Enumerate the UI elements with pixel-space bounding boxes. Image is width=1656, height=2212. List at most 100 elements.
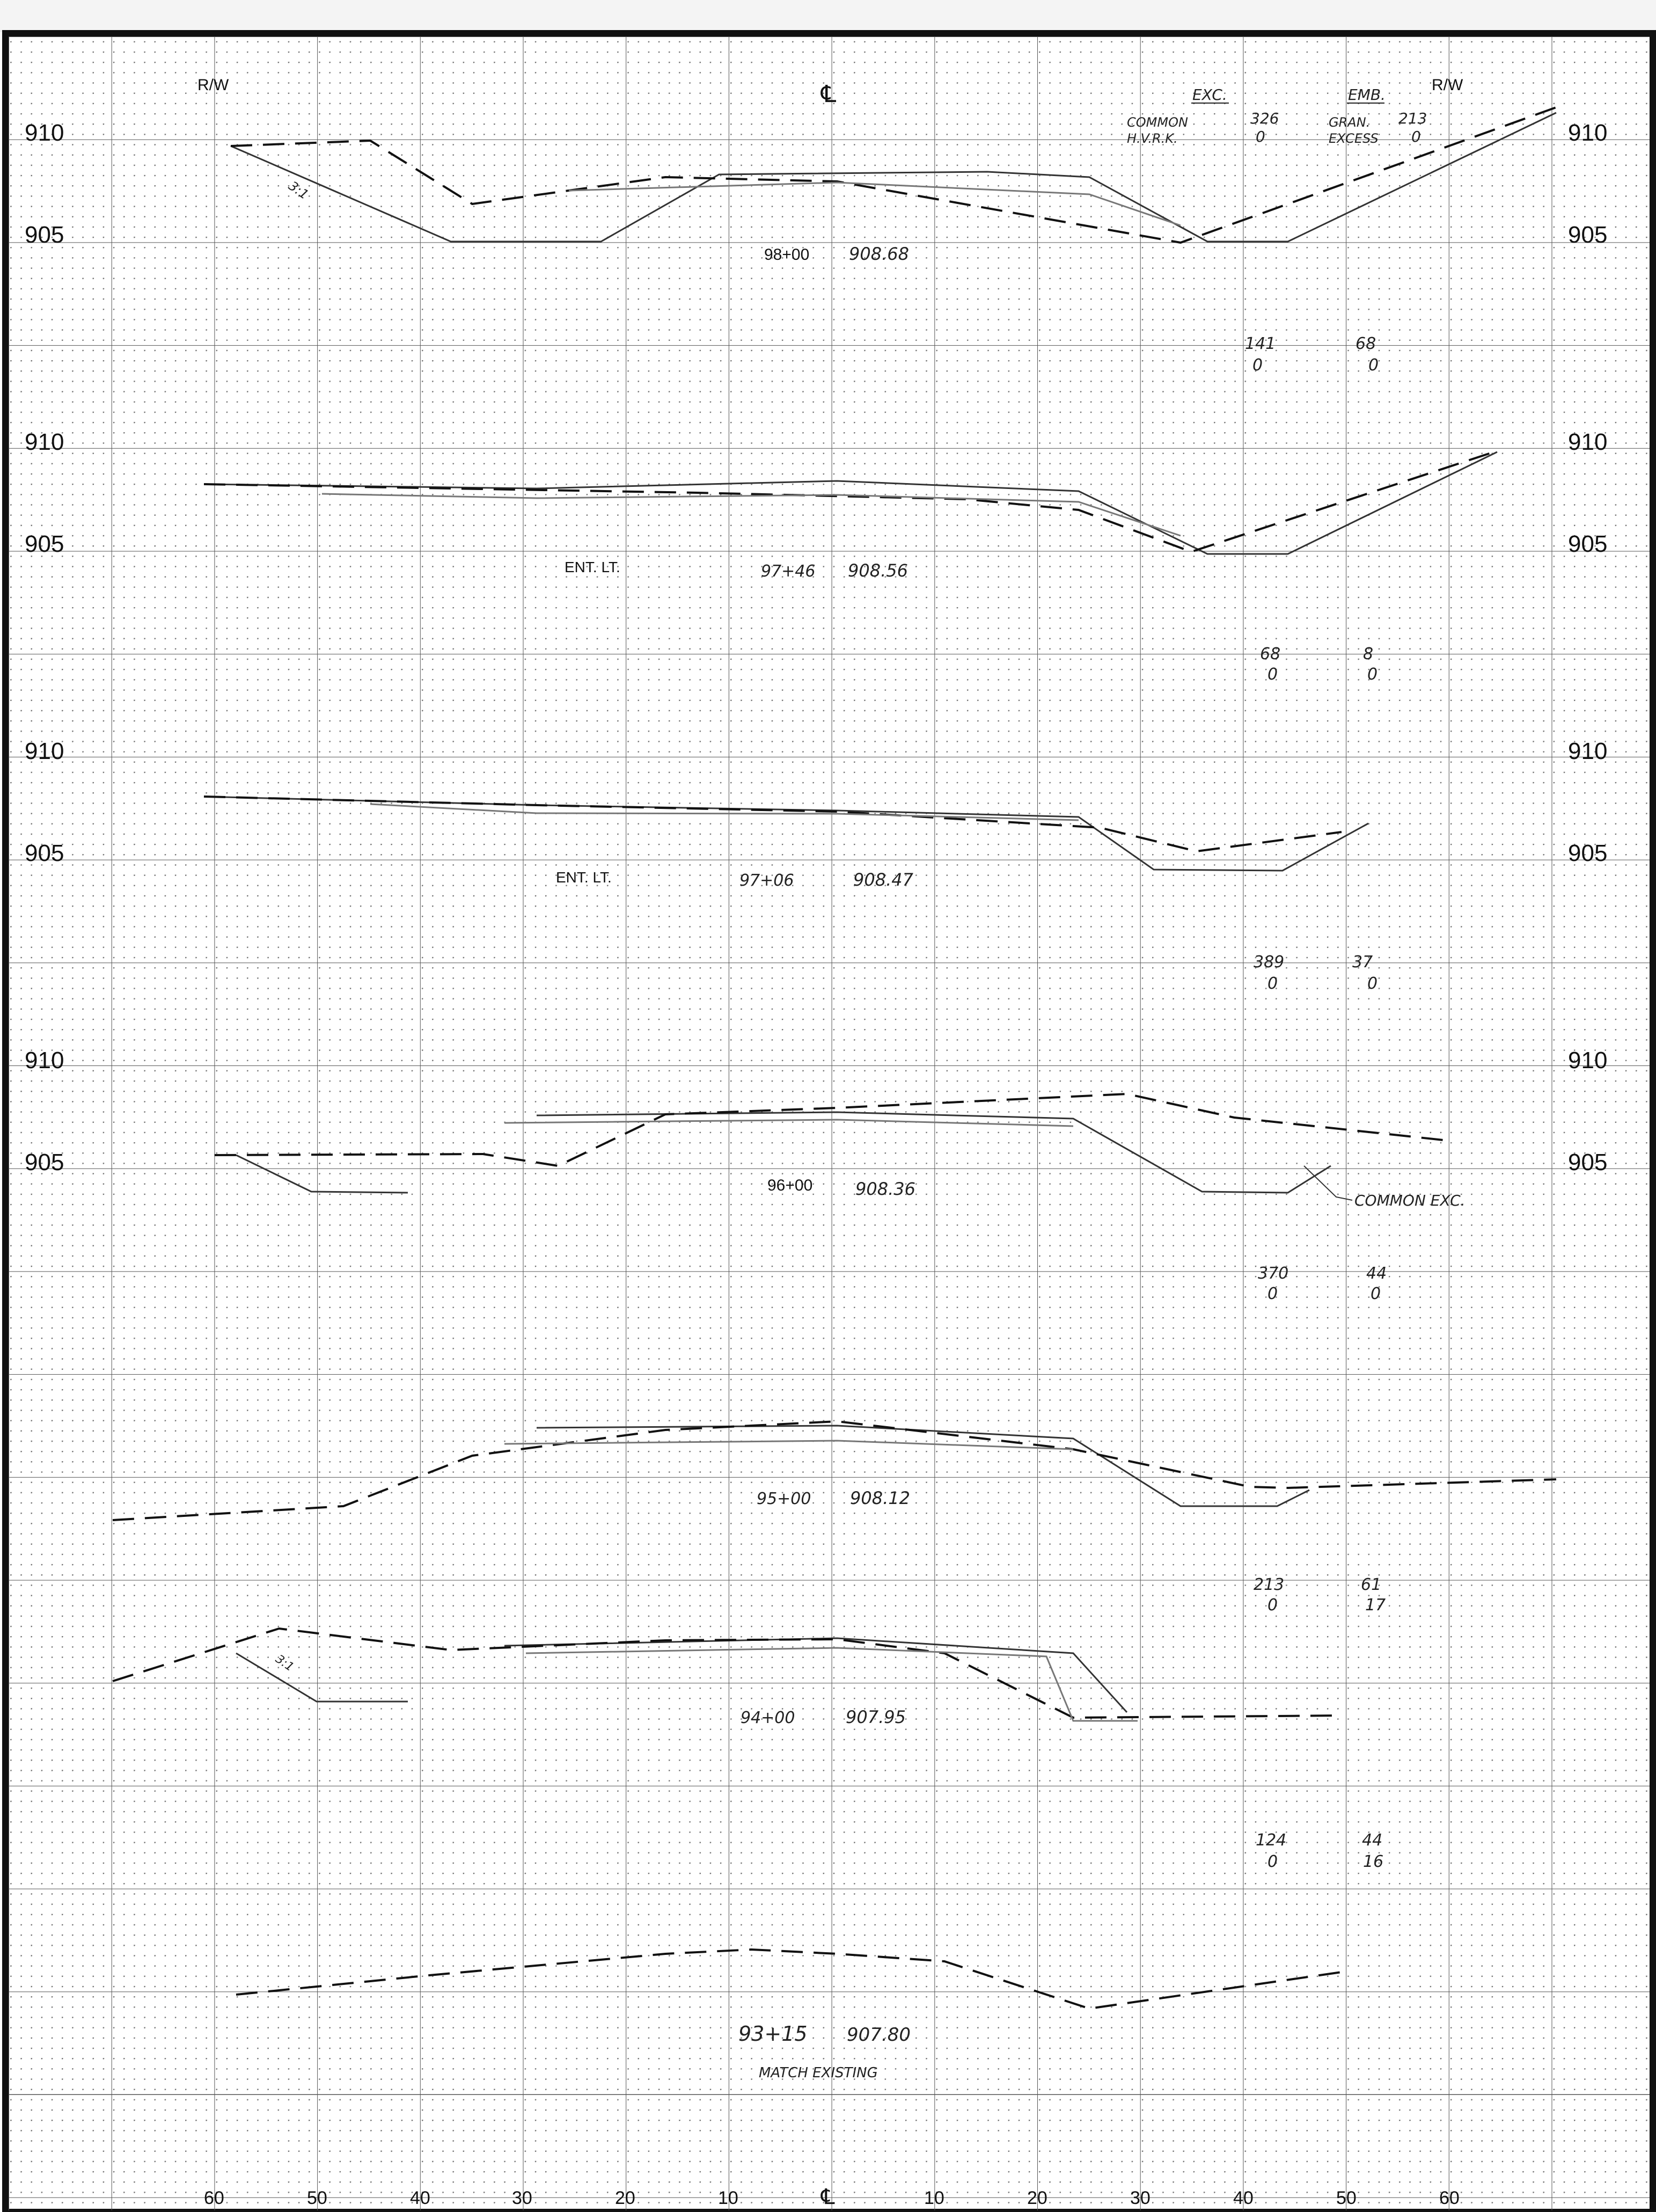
station-elevation: 908.12 (850, 1488, 910, 1508)
offset-axis: 60 50 40 30 20 10 ℄ 10 20 30 40 50 60 (204, 2185, 1460, 2209)
existing-ground-line (112, 1420, 1557, 1521)
elev-910: 910 (25, 120, 64, 146)
qty-emb: 44 (1362, 1831, 1382, 1850)
qty-exc: 124 (1256, 1831, 1286, 1850)
qty-emb: 37 (1352, 953, 1373, 972)
subgrade-line (525, 1647, 1138, 1722)
qty-emb-2: 17 (1365, 1596, 1386, 1615)
elev-910: 910 (25, 1047, 64, 1074)
existing-ground-line (203, 450, 1498, 553)
section-94-00: 3:1 94+00 907.95 124 44 0 16 (112, 1627, 1383, 1871)
legend-gran-label: GRAN. (1329, 115, 1370, 130)
elev-910: 910 (1568, 120, 1607, 146)
note-common-exc: COMMON EXC. (1354, 1192, 1466, 1209)
axis-tick-40: 40 (1233, 2188, 1254, 2208)
axis-tick-10: 10 (718, 2188, 738, 2208)
legend-hvrsk-value: 0 (1256, 128, 1265, 145)
qty-emb-2: 0 (1367, 974, 1377, 993)
axis-tick-centerline: ℄ (820, 2185, 835, 2209)
legend-hvrsk-label: H.V.R.K. (1127, 131, 1178, 146)
proposed-grade-line (203, 451, 1498, 555)
subgrade-line (370, 803, 1079, 821)
elev-910: 910 (25, 429, 64, 455)
existing-ground-line (214, 1092, 1444, 1167)
proposed-grade-line (536, 1425, 1310, 1507)
existing-ground-line (203, 795, 1342, 853)
legend-excess-value: 0 (1411, 128, 1421, 145)
elevation-labels: 910 905 910 905 910 905 910 905 910 905 … (25, 120, 1607, 1176)
axis-tick-60: 60 (204, 2188, 224, 2208)
elev-905: 905 (25, 1149, 64, 1176)
existing-ground-line (230, 106, 1557, 244)
qty-exc-2: 0 (1267, 1284, 1278, 1303)
elev-910: 910 (1568, 738, 1607, 764)
station-label: 97+06 (739, 871, 794, 890)
subgrade-line (321, 493, 1181, 537)
elev-905: 905 (1568, 531, 1607, 557)
section-95-00: 95+00 908.12 213 61 0 17 (112, 1420, 1557, 1615)
qty-exc: 141 (1245, 334, 1276, 353)
axis-tick-20: 20 (615, 2188, 635, 2208)
elev-910: 910 (25, 738, 64, 764)
qty-exc: 68 (1260, 645, 1280, 663)
qty-emb: 44 (1366, 1264, 1387, 1283)
subgrade-line (504, 1440, 1074, 1450)
station-label: 98+00 (764, 246, 809, 264)
elev-905: 905 (1568, 840, 1607, 866)
quantity-legend: EXC. EMB. COMMON 326 GRAN. 213 H.V.R.K. … (1127, 86, 1427, 146)
axis-tick-50: 50 (307, 2188, 327, 2208)
section-97-46: ENT. LT. 97+46 908.56 68 8 0 0 (203, 450, 1498, 684)
rw-left-label: R/W (197, 76, 229, 94)
qty-exc-2: 0 (1267, 1852, 1278, 1871)
elev-905: 905 (25, 840, 64, 866)
axis-tick-40: 40 (410, 2188, 430, 2208)
legend-emb-title: EMB. (1348, 86, 1386, 104)
legend-gran-value: 213 (1398, 109, 1427, 127)
legend-exc-title: EXC. (1192, 86, 1227, 104)
elev-905: 905 (1568, 222, 1607, 248)
axis-tick-60: 60 (1439, 2188, 1460, 2208)
subgrade-line (504, 1119, 1074, 1127)
axis-tick-10: 10 (924, 2188, 944, 2208)
station-elevation: 907.80 (847, 2024, 911, 2046)
axis-tick-20: 20 (1027, 2188, 1047, 2208)
qty-emb: 68 (1355, 334, 1376, 353)
qty-exc-2: 0 (1267, 1596, 1278, 1615)
section-96-00: 96+00 908.36 COMMON EXC. 370 44 0 0 (214, 1092, 1466, 1303)
legend-common-value: 326 (1250, 109, 1279, 127)
entrance-label: ENT. LT. (556, 869, 612, 886)
qty-exc: 389 (1254, 953, 1284, 972)
qty-exc-2: 0 (1252, 356, 1263, 375)
proposed-grade-line (230, 112, 1557, 243)
station-label: 97+46 (761, 562, 815, 581)
elev-905: 905 (25, 531, 64, 557)
qty-exc-2: 0 (1267, 974, 1278, 993)
qty-emb-2: 0 (1367, 665, 1377, 684)
proposed-grade-line (236, 1637, 1128, 1713)
station-label: 94+00 (741, 1709, 795, 1727)
section-97-06: ENT. LT. 97+06 908.47 389 37 0 0 (203, 795, 1377, 993)
elev-910: 910 (1568, 1047, 1607, 1074)
qty-exc: 213 (1254, 1575, 1284, 1594)
section-93-15: 93+15 907.80 MATCH EXISTING (236, 1948, 1342, 2081)
station-label: 96+00 (767, 1177, 812, 1194)
axis-tick-50: 50 (1336, 2188, 1357, 2208)
legend-common-label: COMMON (1127, 115, 1188, 130)
legend-excess-label: EXCESS (1329, 131, 1379, 146)
scan-margin (0, 0, 1656, 32)
existing-ground-line (112, 1627, 1342, 1719)
elev-905: 905 (25, 222, 64, 248)
qty-emb: 8 (1363, 645, 1373, 663)
note-match-existing: MATCH EXISTING (759, 2065, 878, 2081)
station-elevation: 908.36 (855, 1179, 915, 1199)
station-label: 93+15 (738, 2022, 808, 2046)
qty-emb-2: 0 (1368, 356, 1379, 375)
qty-emb-2: 16 (1363, 1852, 1383, 1871)
qty-exc-2: 0 (1267, 665, 1278, 684)
entrance-label: ENT. LT. (565, 559, 620, 575)
subgrade-line (568, 181, 1181, 227)
axis-tick-30: 30 (512, 2188, 532, 2208)
qty-emb-2: 0 (1371, 1284, 1381, 1303)
station-label: 95+00 (757, 1490, 811, 1508)
